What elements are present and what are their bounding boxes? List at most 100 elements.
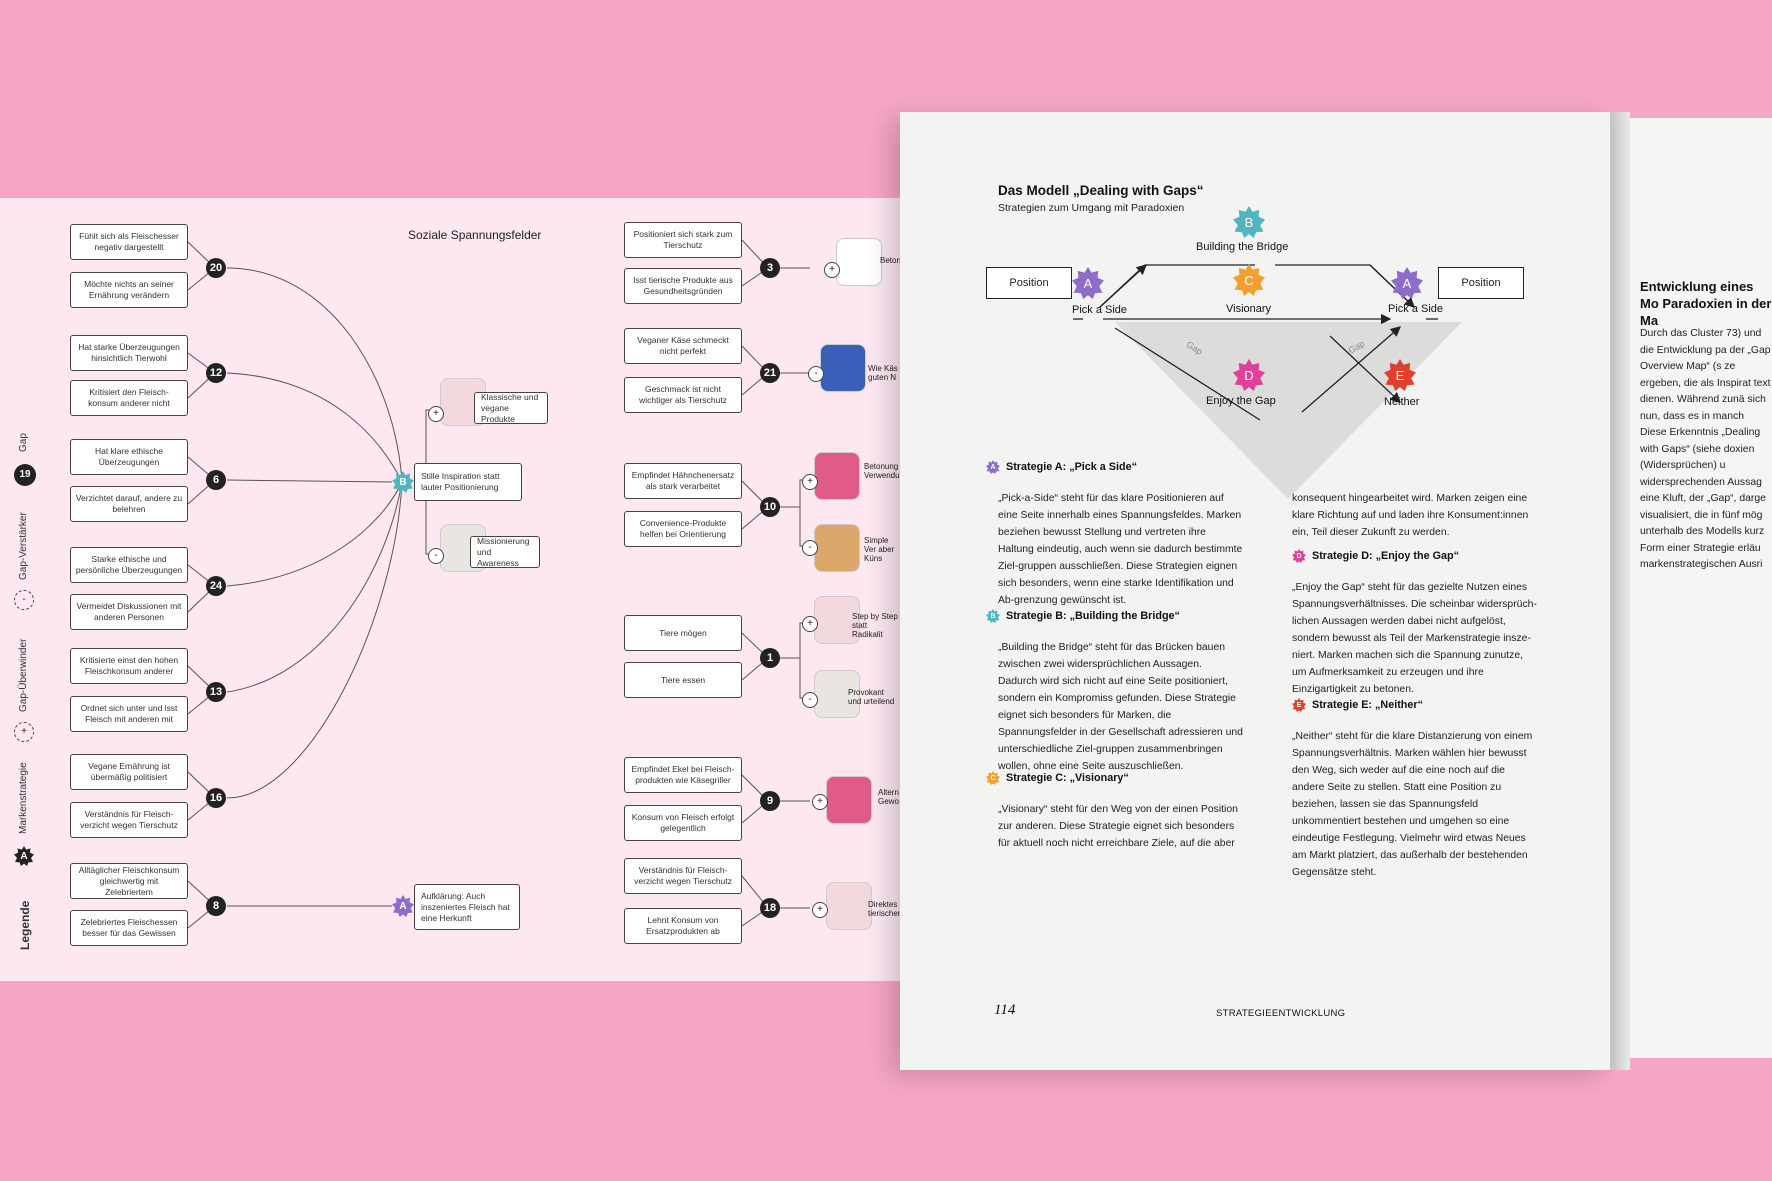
product-label: Wie Käs guten N: [868, 364, 898, 382]
gap-statement: Möchte nichts an seiner Ernährung veränd…: [70, 272, 188, 308]
gap-number: 13: [206, 682, 226, 702]
gap-statement: Tiere mögen: [624, 615, 742, 651]
legend-plus-icon: +: [14, 722, 34, 742]
text-strategy-c: „Visionary“ steht für den Weg von der ei…: [998, 804, 1238, 849]
gap-statement: Geschmack ist nicht wichtiger als Tiersc…: [624, 377, 742, 413]
product-label: Betonung Verwendu: [864, 462, 900, 480]
legend-ueberwinder: Gap-Überwinder: [18, 638, 29, 712]
next-page-text: Durch das Cluster 73) und die Entwicklun…: [1640, 328, 1771, 570]
plus-icon: +: [824, 262, 840, 278]
plus-icon: +: [802, 474, 818, 490]
strategy-b-badge: B: [392, 471, 414, 493]
dealing-with-gaps-diagram: [1073, 264, 1462, 499]
plus-icon: +: [812, 902, 828, 918]
gap-statement: Hat starke Überzeugungen hinsichtlich Ti…: [70, 335, 188, 371]
text-strategy-b: „Building the Bridge“ steht für das Brüc…: [998, 642, 1243, 772]
text-strategy-d: „Enjoy the Gap“ steht für das gezielte N…: [1292, 582, 1537, 695]
legend-markenstrategie: Markenstrategie: [18, 762, 29, 834]
strategy-d-icon: D: [1292, 549, 1306, 563]
next-page: Entwicklung eines Mo Paradoxien in der M…: [1610, 118, 1772, 1058]
minus-icon: -: [808, 366, 824, 382]
strategy-a-icon: A: [986, 460, 1000, 474]
product-label: Provokant und urteilend: [848, 688, 895, 706]
next-page-heading: Entwicklung eines Mo Paradoxien in der M…: [1640, 279, 1772, 328]
position-right-box: Position: [1438, 267, 1524, 299]
legend-title: Legende: [18, 900, 32, 950]
product-image: [826, 776, 872, 824]
gap-statement: Lehnt Konsum von Ersatzprodukten ab: [624, 908, 742, 944]
strategy-b-label: Stille Inspiration statt lauter Position…: [414, 463, 522, 501]
gap-number: 16: [206, 788, 226, 808]
legend-minus-icon: -: [14, 590, 34, 610]
gap-statement: Empfindet Hähnchenersatz als stark verar…: [624, 463, 742, 499]
poster-title: Soziale Spannungsfelder: [408, 228, 542, 242]
label-pick-left: Pick a Side: [1072, 304, 1128, 316]
plus-icon: +: [802, 616, 818, 632]
gap-statement: Kritisierte einst den hohen Fleischkonsu…: [70, 648, 188, 684]
product-image: [836, 238, 882, 286]
minus-icon: -: [802, 692, 818, 708]
strategy-a-badge: A: [392, 895, 414, 917]
poster-spread: Soziale Spannungsfelder Legende A Marken…: [0, 198, 900, 981]
product-label: Altern Gewo: [878, 788, 899, 806]
label-neither: Neither: [1384, 396, 1420, 408]
text-strategy-a: „Pick-a-Side“ steht für das klare Positi…: [998, 493, 1243, 606]
gap-number: 20: [206, 258, 226, 278]
gap-statement: Tiere essen: [624, 662, 742, 698]
product-image: [820, 344, 866, 392]
gap-statement: Hat klare ethische Überzeugungen: [70, 439, 188, 475]
legend-gap: Gap: [18, 433, 29, 452]
gap-statement: Kritisiert den Fleisch-konsum anderer ni…: [70, 380, 188, 416]
gap-statement: Vermeidet Diskussionen mit anderen Perso…: [70, 594, 188, 630]
product-label: Simple Ver aber Küns: [864, 536, 895, 563]
product-label: Step by Step statt Radikalit: [852, 612, 898, 639]
gap-statement: Verständnis für Fleisch-verzicht wegen T…: [70, 802, 188, 838]
product-label: Betont Nährw: [880, 256, 900, 265]
book-page: Das Modell „Dealing with Gaps“ Strategie…: [900, 112, 1610, 1070]
label-enjoy: Enjoy the Gap: [1206, 395, 1276, 407]
product-label: Missionierung und Awareness: [470, 536, 540, 568]
page-footer: STRATEGIEENTWICKLUNG: [1216, 1008, 1346, 1019]
position-left-box: Position: [986, 267, 1072, 299]
gap-number: 21: [760, 363, 780, 383]
gap-number: 12: [206, 363, 226, 383]
gap-statement: Veganer Käse schmeckt nicht perfekt: [624, 328, 742, 364]
strategy-e-icon: E: [1292, 698, 1306, 712]
gap-statement: Convenience-Produkte helfen bei Orientie…: [624, 511, 742, 547]
product-image: [814, 524, 860, 572]
gap-number: 10: [760, 497, 780, 517]
label-bridge: Building the Bridge: [1196, 241, 1289, 253]
gap-statement: Verständnis für Fleisch-verzicht wegen T…: [624, 858, 742, 894]
strategy-c-icon: C: [986, 771, 1000, 785]
minus-icon: -: [428, 548, 444, 564]
product-label: Klassische und vegane Produkte: [474, 392, 548, 424]
strategy-a-label: Aufklärung: Auch inszeniertes Fleisch ha…: [414, 884, 520, 930]
gap-number: 3: [760, 258, 780, 278]
gap-statement: Positioniert sich stark zum Tierschutz: [624, 222, 742, 258]
strategy-b-icon: B: [986, 609, 1000, 623]
gap-number: 1: [760, 648, 780, 668]
page-subtitle: Strategien zum Umgang mit Paradoxien: [998, 202, 1185, 214]
label-pick-right: Pick a Side: [1388, 303, 1444, 315]
gap-statement: Isst tierische Produkte aus Gesundheitsg…: [624, 268, 742, 304]
legend: Legende A Markenstrategie + Gap-Überwind…: [14, 198, 50, 981]
label-visionary: Visionary: [1226, 303, 1272, 315]
gap-statement: Fühlt sich als Fleischesser negativ darg…: [70, 224, 188, 260]
gap-statement: Empfindet Ekel bei Fleisch-produkten wie…: [624, 757, 742, 793]
minus-icon: -: [802, 540, 818, 556]
legend-gap-number: 19: [14, 464, 36, 486]
product-image: [814, 452, 860, 500]
gap-number: 8: [206, 896, 226, 916]
page-number: 114: [994, 1002, 1016, 1018]
gap-statement: Zelebriertes Fleischessen besser für das…: [70, 910, 188, 946]
plus-icon: +: [428, 406, 444, 422]
text-strategy-e: „Neither“ steht für die klare Distanzier…: [1292, 731, 1533, 878]
gap-statement: Ordnet sich unter und isst Fleisch mit a…: [70, 696, 188, 732]
gap-statement: Starke ethische und persönliche Überzeug…: [70, 547, 188, 583]
plus-icon: +: [812, 794, 828, 810]
